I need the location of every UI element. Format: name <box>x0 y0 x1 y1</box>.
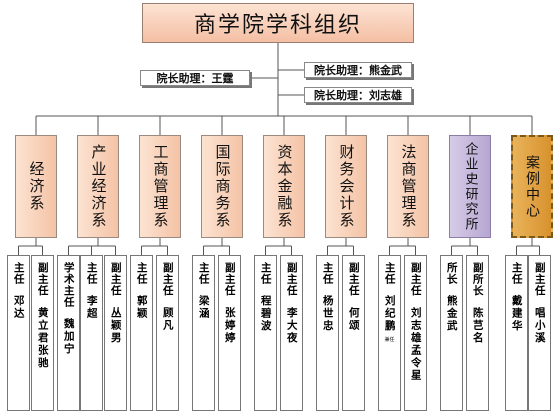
staff-role: 副主任 <box>36 262 49 297</box>
assistant-wang-ting: 院长助理：王霆 <box>140 70 250 86</box>
staff-name: 唱小溪 <box>533 306 546 345</box>
staff-card: 学术主任魏加宁 <box>57 255 80 411</box>
staff-role: 主任 <box>85 262 98 285</box>
department-box: 产业经济系 <box>77 135 119 238</box>
department-box: 工商管理系 <box>139 135 181 238</box>
department-box: 国际商务系 <box>201 135 243 238</box>
staff-role: 主任 <box>259 262 272 285</box>
staff-card: 所长熊金武 <box>440 255 463 411</box>
staff-card: 副主任何颂 <box>342 255 365 411</box>
staff-card: 主任刘纪鹏兼任 <box>378 255 401 411</box>
department-name: 资本金融系 <box>275 144 294 229</box>
department-name: 案例中心 <box>524 154 540 219</box>
assistant-liu-zhixiong: 院长助理：刘志雄 <box>304 87 412 103</box>
staff-role: 学术主任 <box>62 262 75 308</box>
staff-card: 副主任李大夜 <box>280 255 303 411</box>
staff-name: 黄立君张驰 <box>36 306 49 370</box>
staff-card: 主任邓达 <box>7 255 30 411</box>
staff-role: 主任 <box>197 262 210 285</box>
staff-name: 刘纪鹏 <box>383 295 396 333</box>
assistant-xiong-jinwu: 院长助理：熊金武 <box>304 62 412 78</box>
department-name: 工商管理系 <box>151 144 170 229</box>
staff-card: 主任杨世忠 <box>316 255 339 411</box>
department-box: 案例中心 <box>511 135 553 238</box>
staff-name: 刘志雄孟令星 <box>409 306 422 382</box>
staff-name: 顾凡 <box>161 306 174 332</box>
staff-role: 副主任 <box>285 262 298 297</box>
staff-role: 主任 <box>321 262 334 285</box>
staff-card: 副主任黄立君张驰 <box>31 255 54 411</box>
staff-role: 主任 <box>383 262 396 285</box>
staff-card: 副主任顾凡 <box>156 255 179 411</box>
department-name: 企业史研究所 <box>462 141 478 232</box>
department-name: 法商管理系 <box>399 144 418 229</box>
staff-role: 副主任 <box>109 262 122 297</box>
org-title: 商学院学科组织 <box>142 3 414 43</box>
staff-note: 兼任 <box>384 336 395 343</box>
staff-card: 副主任张婷婷 <box>218 255 241 411</box>
staff-role: 主任 <box>12 262 25 285</box>
staff-name: 梁涵 <box>197 295 210 320</box>
staff-role: 副主任 <box>347 262 360 297</box>
department-name: 产业经济系 <box>89 144 108 229</box>
staff-card: 主任戴建华 <box>505 255 528 411</box>
staff-card: 主任梁涵 <box>192 255 215 411</box>
staff-name: 陈芑名 <box>471 306 484 345</box>
staff-card: 副所长陈芑名 <box>466 255 489 411</box>
staff-role: 主任 <box>510 262 523 285</box>
staff-name: 丛颖男 <box>109 306 122 345</box>
staff-card: 副主任唱小溪 <box>528 255 551 411</box>
staff-name: 程碧波 <box>259 295 272 333</box>
department-box: 经济系 <box>15 135 57 238</box>
staff-card: 副主任刘志雄孟令星 <box>404 255 427 411</box>
staff-name: 张婷婷 <box>223 306 236 345</box>
staff-card: 副主任丛颖男 <box>104 255 127 411</box>
staff-role: 副主任 <box>223 262 236 297</box>
staff-card: 主任李超 <box>80 255 103 411</box>
staff-role: 所长 <box>445 262 458 285</box>
department-box: 法商管理系 <box>387 135 429 238</box>
staff-name: 戴建华 <box>510 295 523 333</box>
staff-card: 主任程碧波 <box>254 255 277 411</box>
staff-role: 副所长 <box>471 262 484 297</box>
staff-name: 熊金武 <box>445 295 458 333</box>
department-box: 财务会计系 <box>325 135 367 238</box>
staff-role: 副主任 <box>533 262 546 297</box>
staff-role: 主任 <box>135 262 148 285</box>
department-box: 资本金融系 <box>263 135 305 238</box>
department-name: 经济系 <box>27 161 46 212</box>
staff-name: 杨世忠 <box>321 295 334 333</box>
staff-name: 李超 <box>85 295 98 320</box>
staff-name: 邓达 <box>12 295 25 320</box>
department-name: 国际商务系 <box>213 144 232 229</box>
department-name: 财务会计系 <box>337 144 356 229</box>
staff-role: 副主任 <box>161 262 174 297</box>
staff-name: 魏加宁 <box>62 318 75 356</box>
staff-card: 主任郭颖 <box>130 255 153 411</box>
department-box: 企业史研究所 <box>449 135 491 238</box>
staff-role: 副主任 <box>409 262 422 297</box>
staff-name: 郭颖 <box>135 295 148 320</box>
staff-name: 李大夜 <box>285 306 298 345</box>
staff-name: 何颂 <box>347 306 360 332</box>
